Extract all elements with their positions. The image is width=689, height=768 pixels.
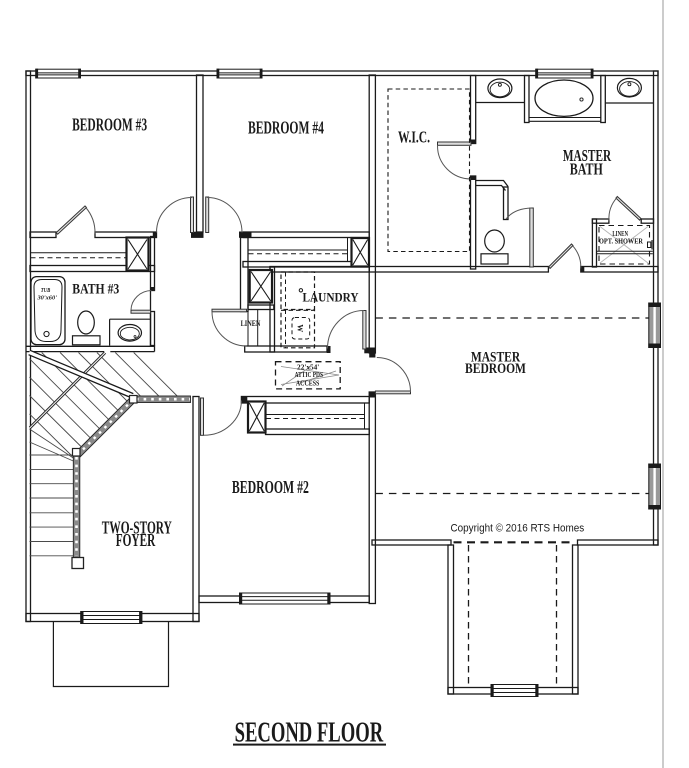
svg-text:22'x54': 22'x54' bbox=[297, 364, 319, 371]
svg-text:W.I.C.: W.I.C. bbox=[398, 127, 430, 146]
svg-text:LAUNDRY: LAUNDRY bbox=[303, 289, 360, 304]
svg-text:LINEN: LINEN bbox=[241, 319, 261, 328]
svg-text:TWO-STORY: TWO-STORY bbox=[102, 518, 172, 538]
svg-text:SECOND FLOOR: SECOND FLOOR bbox=[235, 717, 384, 748]
svg-text:ACCESS: ACCESS bbox=[296, 380, 320, 387]
svg-text:BATH #3: BATH #3 bbox=[72, 281, 119, 297]
svg-text:W: W bbox=[295, 324, 304, 332]
svg-text:BEDROOM #2: BEDROOM #2 bbox=[232, 477, 309, 497]
svg-text:FOYER: FOYER bbox=[116, 530, 156, 550]
svg-text:OPT. SHOWER: OPT. SHOWER bbox=[599, 238, 644, 246]
svg-text:ATTIC PDS: ATTIC PDS bbox=[295, 372, 324, 379]
svg-text:Copyright © 2016 RTS Homes: Copyright © 2016 RTS Homes bbox=[451, 522, 585, 534]
svg-text:TUB: TUB bbox=[41, 287, 51, 294]
svg-text:BEDROOM #3: BEDROOM #3 bbox=[72, 115, 147, 135]
svg-text:LINEN: LINEN bbox=[612, 230, 628, 238]
svg-text:MASTER: MASTER bbox=[471, 350, 520, 366]
svg-text:BEDROOM #4: BEDROOM #4 bbox=[248, 117, 324, 137]
svg-text:MASTER: MASTER bbox=[563, 146, 612, 165]
svg-text:BEDROOM: BEDROOM bbox=[465, 361, 526, 377]
svg-text:30'x60': 30'x60' bbox=[36, 295, 57, 302]
svg-text:BATH: BATH bbox=[570, 159, 603, 178]
